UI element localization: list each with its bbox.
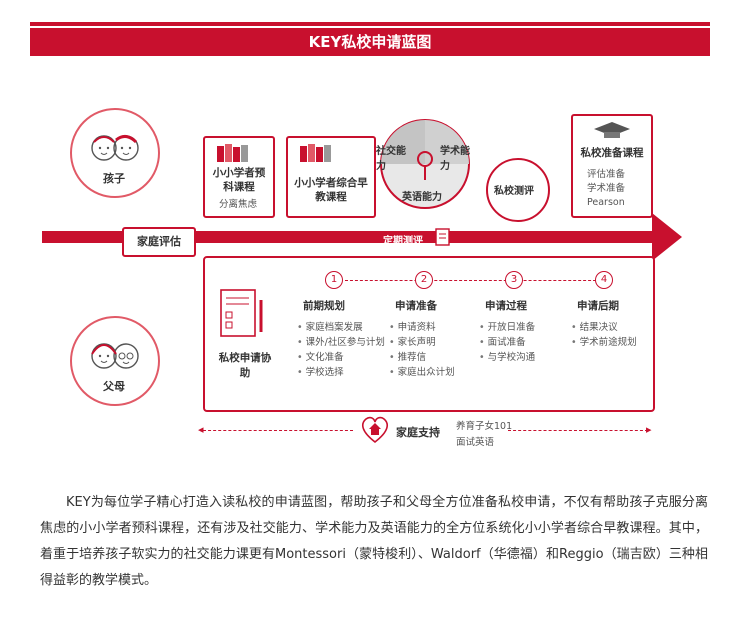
integrated-course-title: 小小学者综合早教课程 <box>294 177 368 203</box>
step-list: 申请资料 家长声明 推荐信 家庭出众计划 <box>389 320 455 380</box>
family-support-title: 家庭支持 <box>396 426 440 439</box>
family-support-item: 养育子女101 <box>456 421 513 432</box>
step-item: 面试准备 <box>479 335 535 350</box>
parent-circle: 父母 <box>70 316 160 406</box>
books-icon <box>217 144 248 162</box>
step-item: 结果决议 <box>571 320 637 335</box>
academic-ability: 学术能力 <box>440 146 470 172</box>
step-item: 文化准备 <box>297 350 385 365</box>
child-label: 孩子 <box>103 172 125 185</box>
pre-course-card: 小小学者预科课程 分离焦虑 <box>203 136 275 218</box>
step-item: 开放日准备 <box>479 320 536 335</box>
form-icon <box>220 289 263 337</box>
step-item: 课外/社区参与计划 <box>297 335 385 350</box>
step-item: 申请资料 <box>389 320 455 335</box>
family-eval-box: 家庭评估 <box>122 227 196 257</box>
parent-faces-icon <box>91 343 139 369</box>
test-doc-icon <box>435 228 450 246</box>
step-title: 前期规划 <box>303 300 345 312</box>
step-item: 学校选择 <box>297 365 385 380</box>
prep-course-card: 私校准备课程 评估准备 学术准备 Pearson <box>571 114 653 218</box>
abilities-cycle <box>380 119 470 209</box>
step-title: 申请后期 <box>577 300 619 312</box>
right-arrow-tip: ▸ <box>646 423 652 436</box>
application-box: 私校申请协助 1 前期规划 家庭档案发展 课外/社区参与计划 文化准备 学校选择… <box>203 256 655 412</box>
pre-course-bullet: 分离焦虑 <box>219 199 258 210</box>
step-list: 结果决议 学术前途规划 <box>571 320 637 350</box>
social-ability: 社交能力 <box>376 146 406 172</box>
step-number: 2 <box>415 271 433 289</box>
banner-top-line <box>30 22 710 26</box>
integrated-course-card: 小小学者综合早教课程 <box>286 136 376 218</box>
step-list: 家庭档案发展 课外/社区参与计划 文化准备 学校选择 <box>297 320 385 380</box>
steps-connector <box>345 280 601 281</box>
step-title: 申请准备 <box>395 300 437 312</box>
private-test-circle: 私校测评 <box>486 158 550 222</box>
step-list: 开放日准备 面试准备 与学校沟通 <box>479 320 536 365</box>
timeline-arrow-head <box>652 213 682 261</box>
step-item: 学术前途规划 <box>571 335 637 350</box>
english-ability: 英语能力 <box>402 192 442 203</box>
banner-title: KEY私校申请蓝图 <box>30 28 710 56</box>
step-item: 家庭档案发展 <box>297 320 385 335</box>
step-item: 家庭出众计划 <box>389 365 455 380</box>
assist-label: 私校申请协助 <box>218 352 272 379</box>
regular-test-label: 定期测评 <box>383 236 423 247</box>
support-line-right <box>508 430 648 431</box>
step-number: 4 <box>595 271 613 289</box>
step-title: 申请过程 <box>485 300 527 312</box>
step-number: 3 <box>505 271 523 289</box>
parent-label: 父母 <box>103 380 125 393</box>
prep-course-bullet: 学术准备 <box>587 183 626 194</box>
prep-course-title: 私校准备课程 <box>580 147 644 159</box>
prep-course-bullet: Pearson <box>587 197 625 208</box>
family-support-item: 面试英语 <box>456 437 495 448</box>
blueprint-diagram: 孩子 父母 家庭评估 定期测评 小小学者预科课程 分离焦虑 <box>38 96 703 456</box>
prep-course-bullet: 评估准备 <box>587 169 626 180</box>
child-faces-icon <box>91 135 139 161</box>
child-circle: 孩子 <box>70 108 160 198</box>
left-arrow-tip: ◂ <box>198 423 204 436</box>
books-icon <box>300 144 331 162</box>
step-item: 推荐信 <box>389 350 455 365</box>
step-item: 家长声明 <box>389 335 455 350</box>
pre-course-title: 小小学者预科课程 <box>212 167 266 193</box>
private-test-label: 私校测评 <box>494 186 534 197</box>
grad-cap-icon <box>594 122 630 138</box>
heart-home-icon <box>361 416 389 444</box>
step-number: 1 <box>325 271 343 289</box>
support-line-left <box>203 430 353 431</box>
step-item: 与学校沟通 <box>479 350 536 365</box>
description-paragraph: KEY为每位学子精心打造入读私校的申请蓝图，帮助孩子和父母全方位准备私校申请，不… <box>40 495 708 588</box>
